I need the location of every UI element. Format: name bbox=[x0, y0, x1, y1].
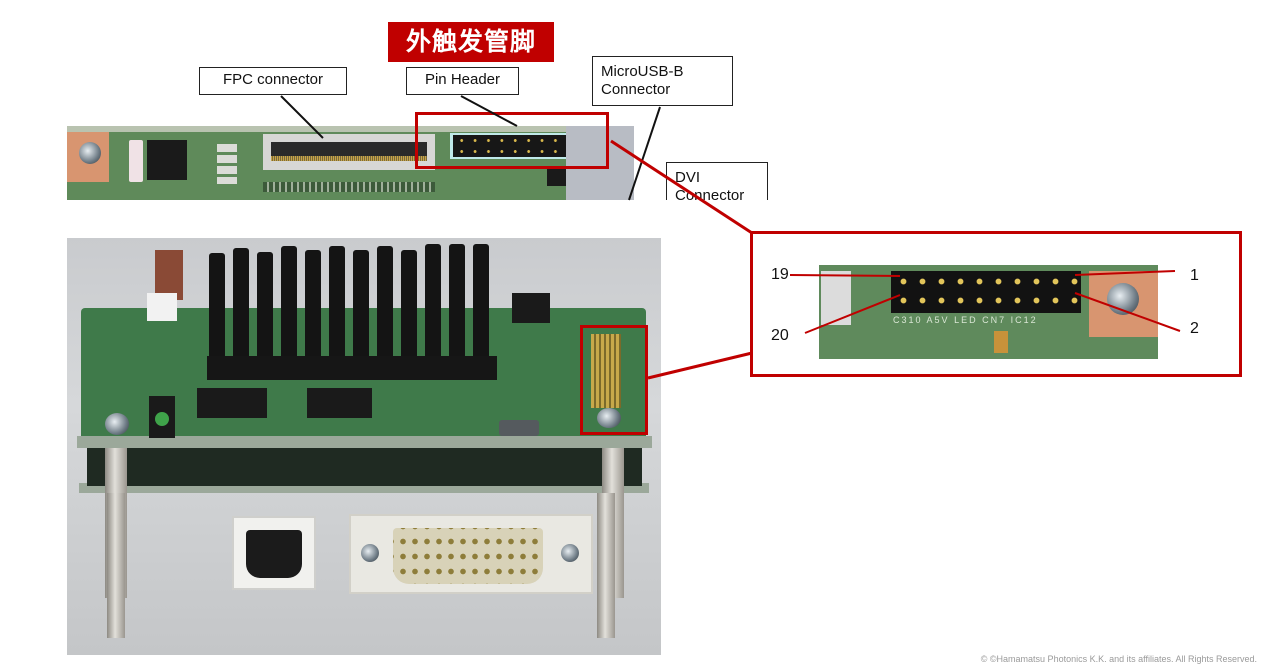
usb-b-connector bbox=[232, 516, 316, 590]
standoff-left-lower bbox=[107, 493, 125, 638]
silk-a5v: A5V bbox=[926, 315, 950, 325]
callout-microusb-connector: MicroUSB-B Connector bbox=[592, 56, 733, 106]
board-perspective-photo bbox=[67, 238, 661, 655]
callout-label-line2: Connector bbox=[675, 187, 745, 200]
heatsink-fin bbox=[257, 252, 273, 363]
callout-pin-header: Pin Header bbox=[406, 67, 519, 95]
pin-label-1: 1 bbox=[1190, 267, 1199, 284]
silkscreen-text: C310 A5V LED CN7 IC12 bbox=[893, 315, 1083, 327]
dvi-connector bbox=[349, 514, 593, 594]
screw-icon bbox=[597, 408, 621, 428]
screw-icon bbox=[561, 544, 579, 562]
smd-component bbox=[994, 331, 1008, 353]
fpc-slot bbox=[271, 142, 427, 156]
heatsink-base bbox=[207, 356, 497, 380]
capacitors bbox=[217, 144, 237, 184]
capacitor-brown bbox=[155, 250, 183, 300]
board-edge bbox=[67, 126, 633, 132]
standoff-right-lower bbox=[597, 493, 615, 638]
heatsink-fin bbox=[209, 253, 225, 363]
white-connector bbox=[147, 293, 177, 321]
pin-header-body bbox=[453, 135, 587, 157]
regulator-chip bbox=[147, 140, 187, 180]
heatsink-fin bbox=[449, 244, 465, 363]
connector-white bbox=[129, 140, 143, 182]
heatsink-fin bbox=[281, 246, 297, 363]
screw-icon bbox=[105, 413, 129, 435]
silk-cn7: CN7 bbox=[982, 315, 1007, 325]
heatsink-fin bbox=[233, 248, 249, 363]
micro-usb-port bbox=[499, 420, 539, 436]
screw-icon bbox=[1107, 283, 1139, 315]
screw-icon bbox=[79, 142, 101, 164]
pin-header-side-highlight bbox=[580, 325, 648, 435]
heatsink-fin bbox=[353, 250, 369, 363]
slide-title: 外触发管脚 bbox=[388, 22, 554, 62]
copyright-footer: © ©Hamamatsu Photonics K.K. and its affi… bbox=[980, 654, 1257, 664]
callout-label-line2: Connector bbox=[601, 81, 671, 98]
callout-label: FPC connector bbox=[222, 71, 324, 88]
pin-header-side-view bbox=[591, 334, 621, 408]
ic-chip bbox=[512, 293, 550, 323]
connector-edge bbox=[821, 271, 851, 325]
fpc-connector bbox=[263, 134, 435, 170]
pin-label-19: 19 bbox=[771, 266, 789, 283]
heatsink-fin bbox=[305, 250, 321, 363]
callout-dvi-connector: DVI Connector bbox=[666, 162, 768, 200]
fpc-pins bbox=[271, 156, 427, 161]
callout-label-line1: DVI bbox=[675, 169, 701, 186]
heatsink-fin bbox=[473, 244, 489, 363]
pin-header-detail bbox=[891, 271, 1081, 313]
pin-header-highlight bbox=[415, 112, 609, 169]
silk-ic12: IC12 bbox=[1010, 315, 1038, 325]
callout-label-line1: MicroUSB-B bbox=[601, 63, 684, 80]
callout-fpc-connector: FPC connector bbox=[199, 67, 347, 95]
callout-label: Pin Header bbox=[424, 71, 501, 88]
pin-label-2: 2 bbox=[1190, 320, 1199, 337]
silk-c310: C310 bbox=[893, 315, 923, 325]
green-led bbox=[155, 412, 169, 426]
pin-label-20: 20 bbox=[771, 327, 789, 344]
dvi-plug bbox=[393, 528, 543, 584]
screw-icon bbox=[361, 544, 379, 562]
memory-chip-2 bbox=[307, 388, 372, 418]
upper-board-edge bbox=[77, 436, 652, 448]
pin-header-detail-photo: C310 A5V LED CN7 IC12 bbox=[819, 265, 1158, 359]
memory-chip-1 bbox=[197, 388, 267, 418]
pad-row bbox=[263, 182, 435, 192]
heatsink-fin bbox=[425, 244, 441, 363]
heatsink-fin bbox=[329, 246, 345, 363]
heatsink-fin bbox=[377, 246, 393, 363]
heatsink-fin bbox=[401, 250, 417, 363]
lower-board-edge bbox=[79, 483, 649, 493]
board-top-view-photo bbox=[67, 126, 633, 200]
usb-b-port bbox=[246, 530, 302, 578]
silk-led: LED bbox=[954, 315, 978, 325]
